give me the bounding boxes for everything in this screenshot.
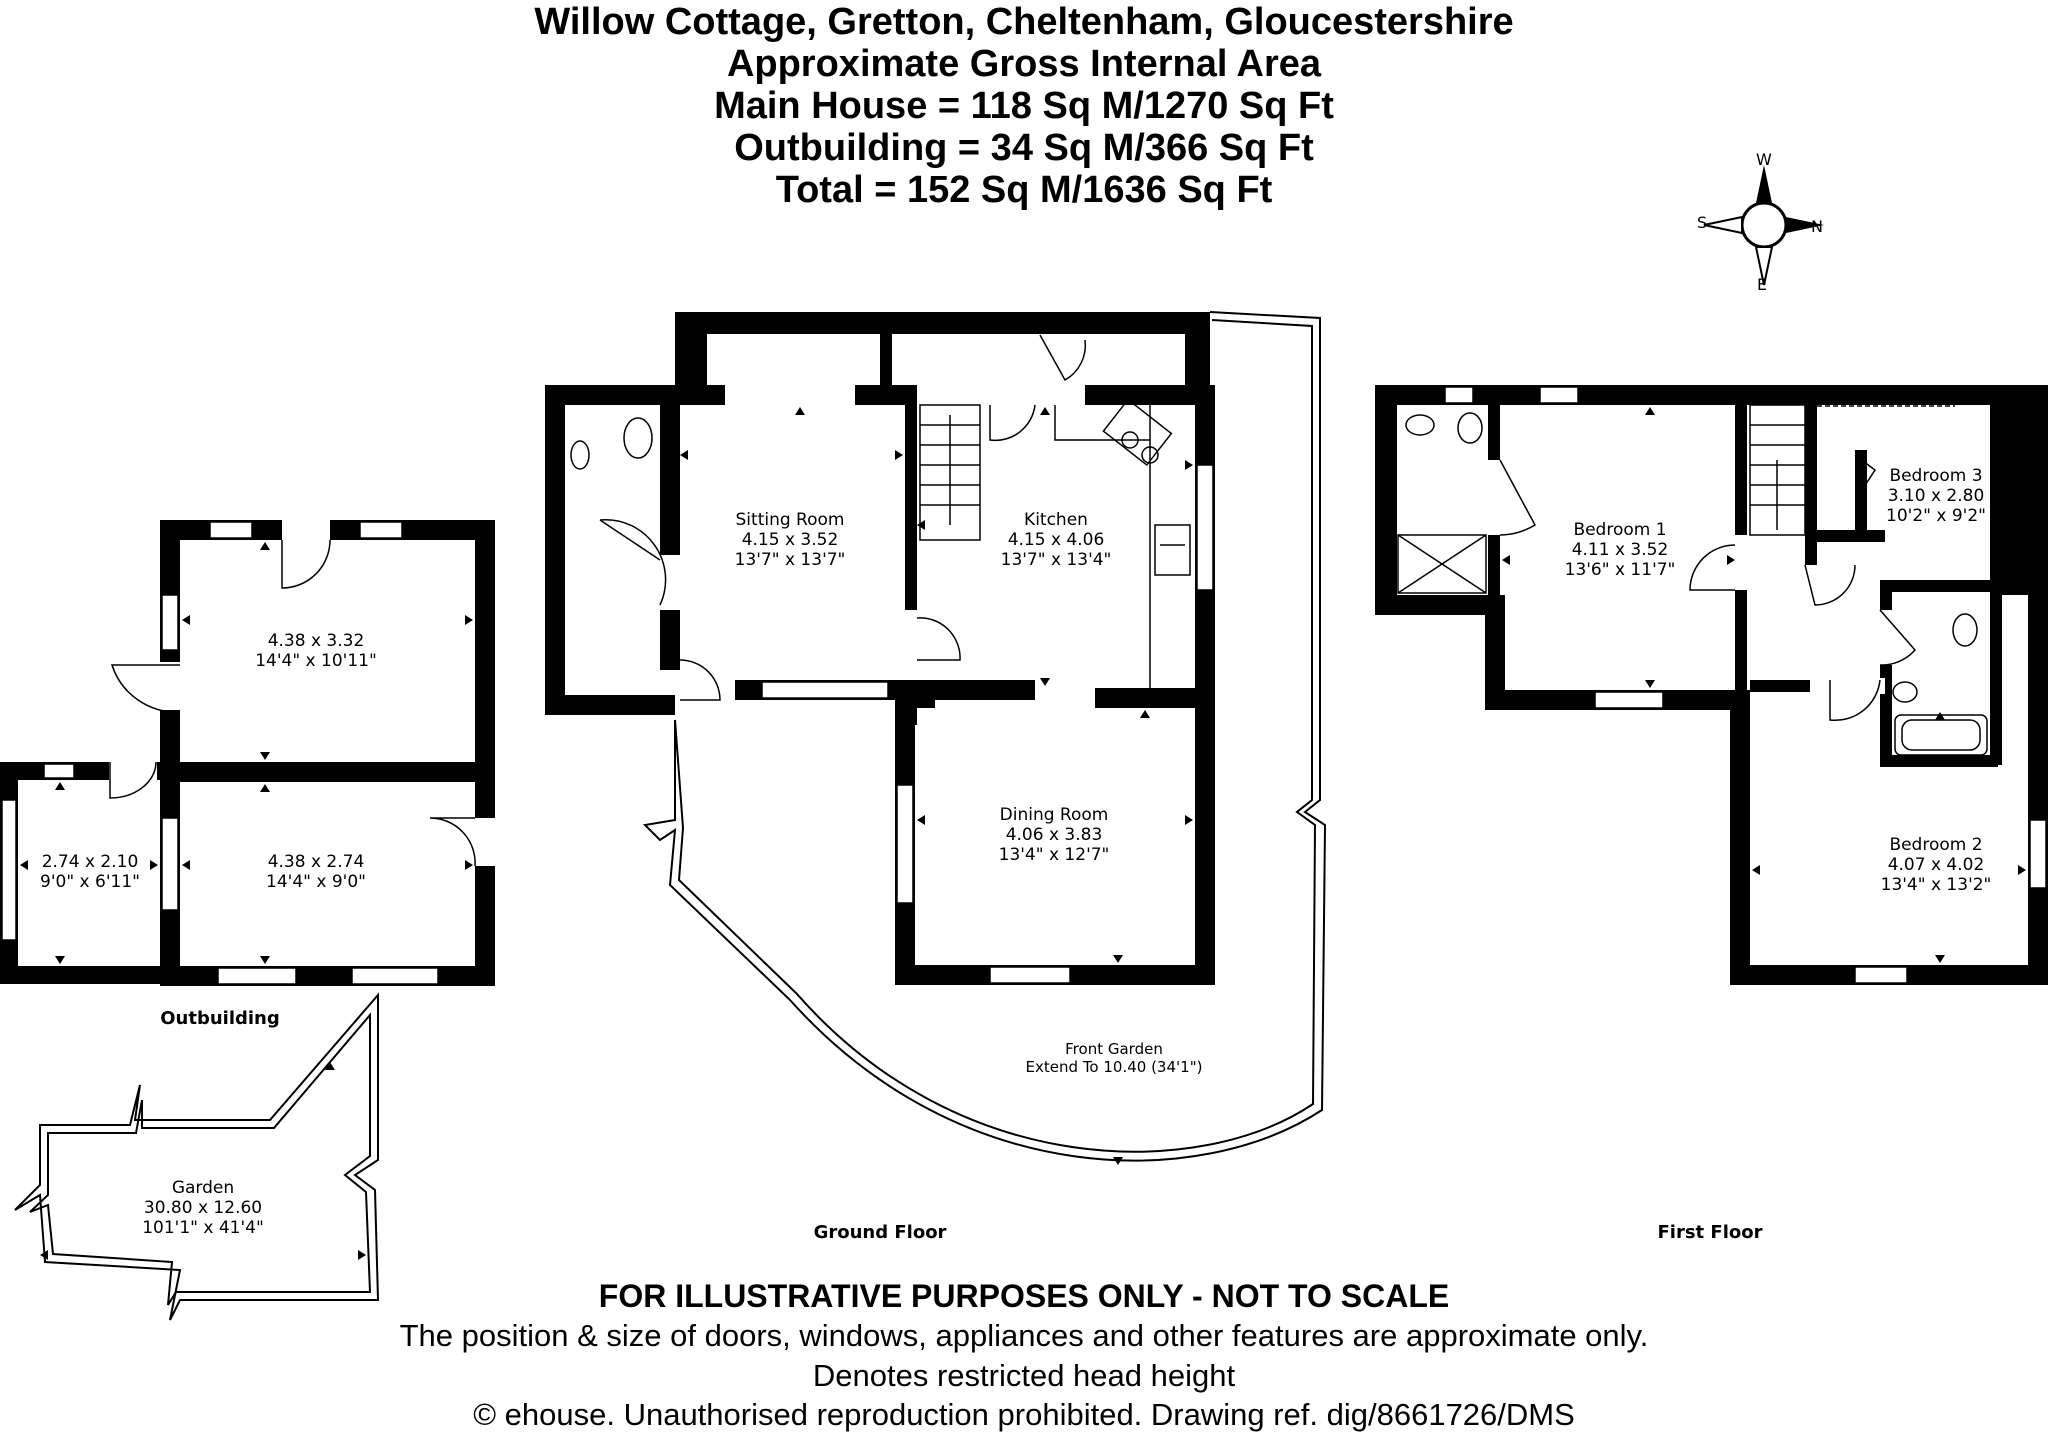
compass-s-label: S	[1697, 213, 1708, 232]
bedroom-2-label: Bedroom 2 4.07 x 4.02 13'4" x 13'2"	[1881, 835, 1992, 895]
kitchen-label: Kitchen 4.15 x 4.06 13'7" x 13'4"	[1001, 510, 1112, 570]
ground-floor-walls	[545, 312, 1215, 985]
ground-floor-fixtures	[570, 385, 1191, 688]
garden-label: Garden 30.80 x 12.60 101'1" x 41'4"	[142, 1178, 264, 1238]
ground-floor-windows	[761, 464, 1214, 984]
outbuilding-walls	[0, 520, 495, 986]
first-floor-windows	[1444, 386, 2047, 984]
room-dimensions-imperial: 10'2" x 9'2"	[1886, 506, 1986, 526]
room-name: Kitchen	[1024, 510, 1088, 530]
outbuilding-windows	[1, 521, 439, 985]
room-name: Dining Room	[999, 805, 1109, 825]
copyright-line: © ehouse. Unauthorised reproduction proh…	[473, 1397, 1575, 1432]
bedroom-3-label: Bedroom 3 3.10 x 2.80 10'2" x 9'2"	[1886, 466, 1986, 526]
title-line-total: Total = 152 Sq M/1636 Sq Ft	[775, 169, 1273, 211]
outbuilding-room-top-label: 4.38 x 3.32 14'4" x 10'11"	[255, 631, 377, 671]
bedroom-1-label: Bedroom 1 4.11 x 3.52 13'6" x 11'7"	[1565, 520, 1676, 580]
first-floor-label: First Floor	[1657, 1222, 1763, 1243]
room-dimensions-metric: 4.15 x 3.52	[741, 530, 839, 550]
dining-room-label: Dining Room 4.06 x 3.83 13'4" x 12'7"	[999, 805, 1110, 865]
front-garden-boundary	[642, 311, 1327, 1162]
room-dimensions-metric: 4.11 x 3.52	[1571, 540, 1669, 560]
room-dimensions-imperial: 13'7" x 13'7"	[734, 550, 846, 570]
title-line-outbuilding: Outbuilding = 34 Sq M/366 Sq Ft	[734, 127, 1314, 169]
room-dimensions-metric: 4.38 x 2.74	[267, 852, 365, 872]
compass-n-label: N	[1811, 217, 1823, 236]
garden-boundary	[14, 992, 380, 1321]
room-dimensions-metric: 2.74 x 2.10	[41, 852, 139, 872]
first-floor-door-swings	[1499, 454, 1917, 722]
room-name: Bedroom 2	[1889, 835, 1983, 855]
outbuilding-room-bottom-label: 4.38 x 2.74 14'4" x 9'0"	[266, 852, 366, 892]
ground-floor-door-swings	[599, 334, 1087, 701]
room-name: Garden	[171, 1178, 235, 1198]
room-dimensions-imperial: 13'4" x 13'2"	[1880, 875, 1992, 895]
room-dimensions-metric: 4.38 x 3.32	[267, 631, 365, 651]
room-name: Sitting Room	[735, 510, 845, 530]
outbuilding-floor-label: Outbuilding	[160, 1008, 280, 1029]
restricted-head-height-note: Denotes restricted head height	[812, 1358, 1236, 1393]
first-floor-door-gaps	[1486, 460, 1894, 694]
outbuilding-door-gaps	[109, 518, 497, 866]
room-dimensions-imperial: 14'4" x 10'11"	[255, 651, 377, 671]
garden-extent: Extend To 10.40 (34'1")	[1025, 1058, 1203, 1076]
disclaimer-note: The position & size of doors, windows, a…	[399, 1318, 1649, 1353]
room-dimensions-metric: 30.80 x 12.60	[143, 1198, 263, 1218]
sitting-room-label: Sitting Room 4.15 x 3.52 13'7" x 13'7"	[735, 510, 846, 570]
room-dimensions-metric: 4.07 x 4.02	[1887, 855, 1985, 875]
room-dimensions-imperial: 13'6" x 11'7"	[1564, 560, 1676, 580]
room-dimensions-imperial: 14'4" x 9'0"	[266, 872, 366, 892]
room-dimensions-imperial: 101'1" x 41'4"	[142, 1218, 264, 1238]
title-line-main-house: Main House = 118 Sq M/1270 Sq Ft	[714, 85, 1334, 127]
room-dimensions-metric: 4.06 x 3.83	[1005, 825, 1103, 845]
outbuilding-room-small-label: 2.74 x 2.10 9'0" x 6'11"	[40, 852, 140, 892]
walls	[0, 165, 2048, 1321]
outbuilding-door-swings	[109, 539, 476, 867]
room-dimensions-imperial: 13'7" x 13'4"	[1000, 550, 1112, 570]
room-name: Bedroom 1	[1573, 520, 1667, 540]
front-garden-label: Front Garden Extend To 10.40 (34'1")	[1026, 1040, 1203, 1076]
dimension-markers	[20, 407, 2026, 1260]
title-line-address: Willow Cottage, Gretton, Cheltenham, Glo…	[534, 1, 1514, 43]
room-dimensions-metric: 3.10 x 2.80	[1887, 486, 1985, 506]
room-dimensions-imperial: 13'4" x 12'7"	[998, 845, 1110, 865]
ground-floor-label: Ground Floor	[813, 1222, 947, 1243]
room-name: Front Garden	[1065, 1040, 1163, 1058]
room-dimensions-imperial: 9'0" x 6'11"	[40, 872, 140, 892]
title-line-area-heading: Approximate Gross Internal Area	[726, 43, 1322, 85]
room-dimensions-metric: 4.15 x 4.06	[1007, 530, 1105, 550]
disclaimer-heading: FOR ILLUSTRATIVE PURPOSES ONLY - NOT TO …	[598, 1278, 1450, 1314]
room-name: Bedroom 3	[1889, 466, 1983, 486]
compass-w-label: W	[1756, 150, 1772, 169]
ground-floor-door-gaps	[658, 555, 919, 720]
compass-rose	[1703, 165, 1824, 286]
compass-e-label: E	[1757, 275, 1768, 294]
